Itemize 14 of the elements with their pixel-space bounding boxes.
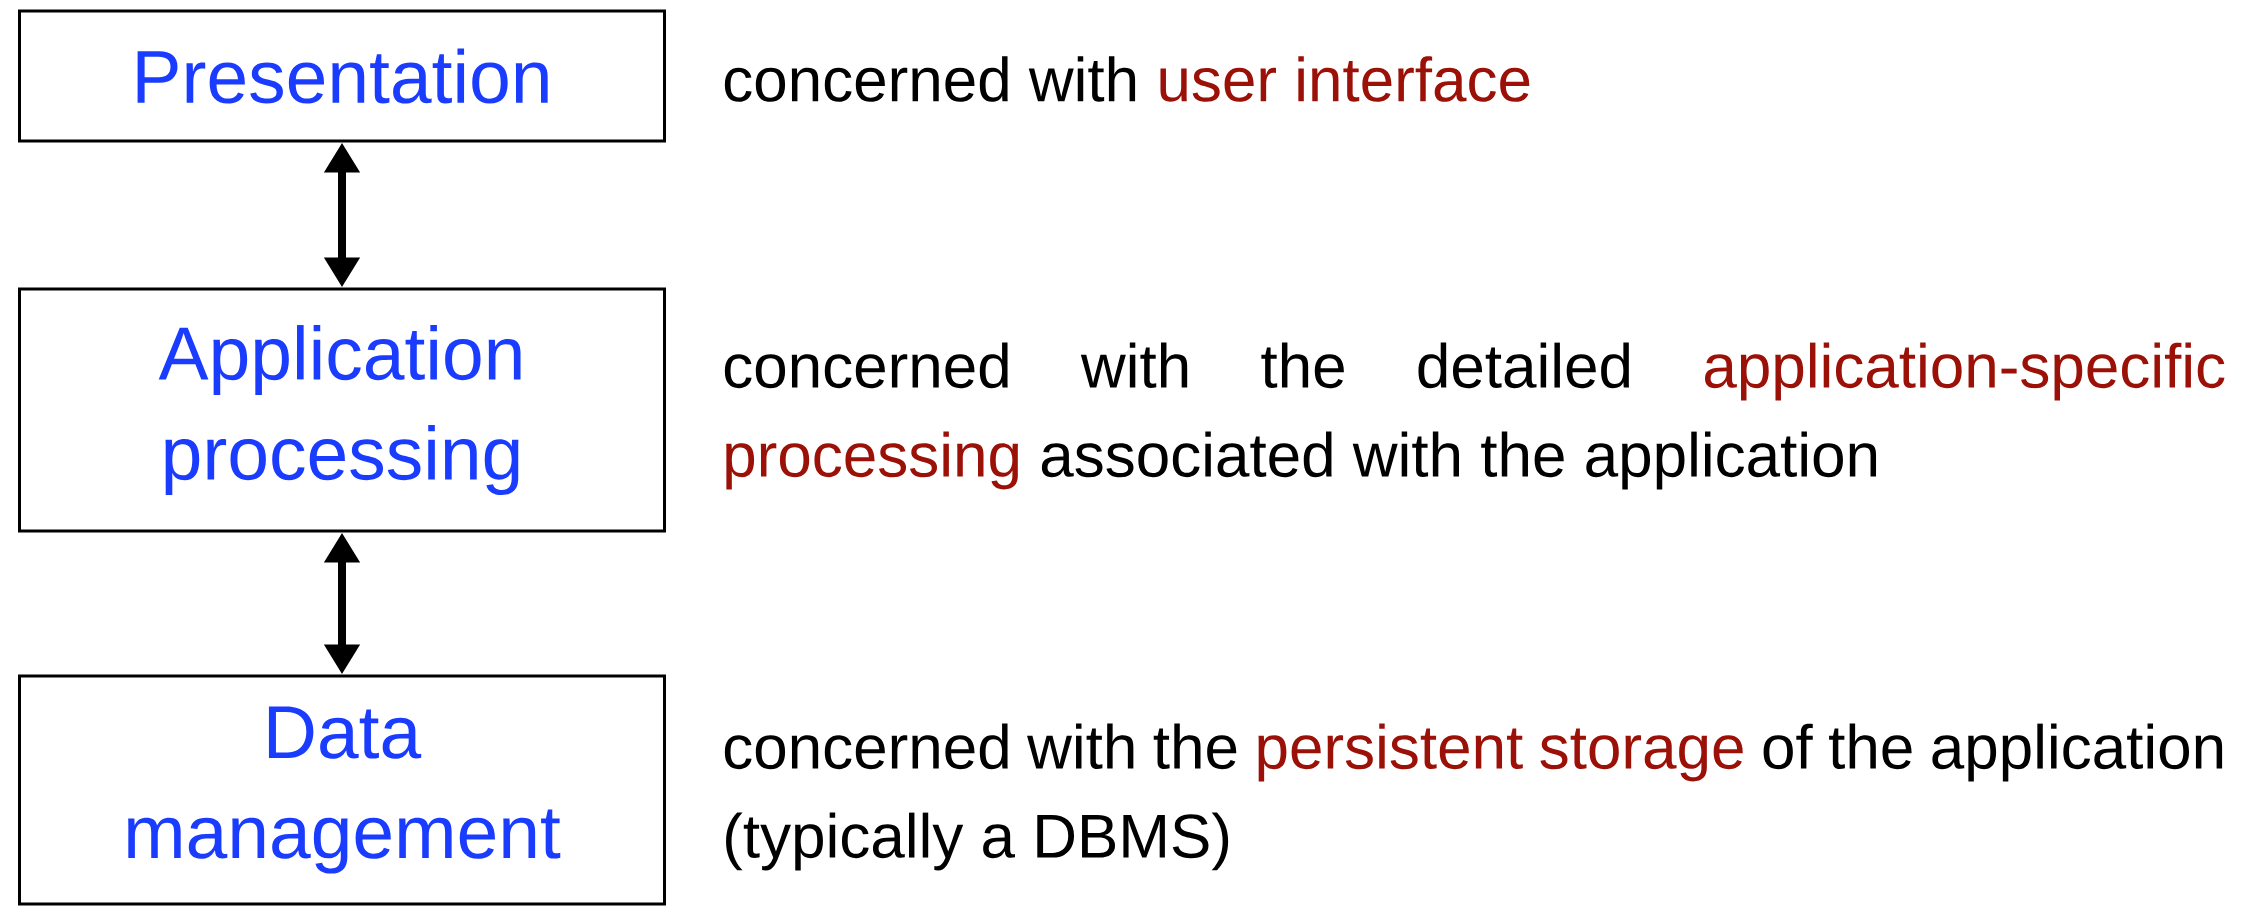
node-label: persistent storage	[1258, 723, 1743, 782]
node-label: (typically a DBMS)	[726, 812, 1229, 871]
node-label: concerned with the detailed	[724, 342, 1629, 389]
process-box: Data management	[18, 674, 666, 906]
node-label: associated with the application	[1041, 431, 1877, 490]
node-label: processing	[726, 431, 1018, 490]
description-text: concerned with the persistent storage of the application (typically a DBMS)	[724, 723, 2223, 871]
process-box: Presentation	[18, 9, 666, 143]
description-text: concerned with the detailed application-specific processing associated with the application	[724, 342, 2225, 490]
node-label: concerned with the	[724, 723, 1237, 770]
description-text: concerned with user interface	[724, 56, 1530, 102]
node-label: application-specific	[1705, 342, 2225, 401]
process-box: Application processing	[18, 287, 666, 533]
node-label: of the application	[1763, 723, 2223, 782]
